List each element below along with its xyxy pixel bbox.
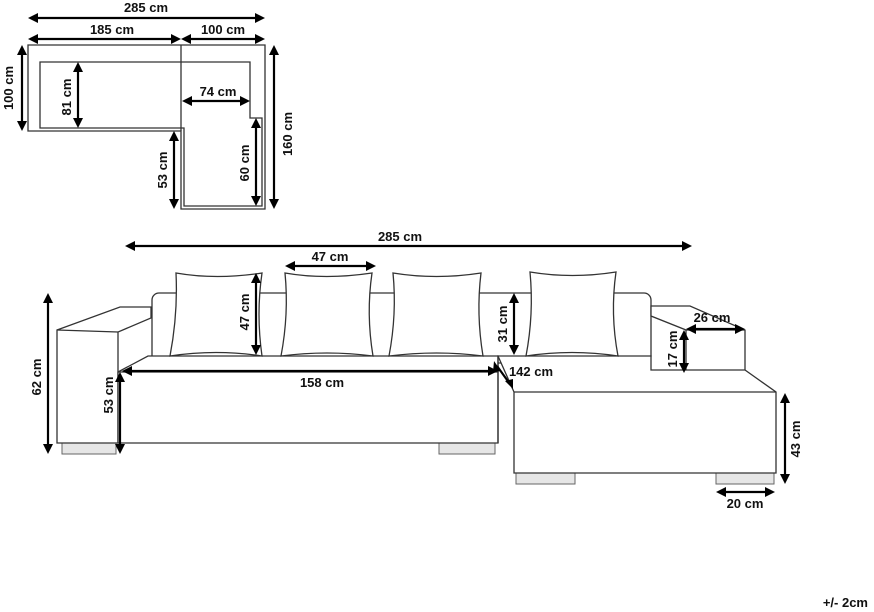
label-top-seat-depth: 81 cm (59, 79, 74, 116)
dimension-top-chaise-inner-width: 74 cm (182, 84, 250, 106)
dimension-top-chaise-length: 53 cm (155, 131, 179, 209)
sofa-left-armrest (56, 306, 152, 444)
label-armrest-width: 26 cm (694, 310, 731, 325)
label-chaise-length: 142 cm (509, 364, 553, 379)
cushion-1 (169, 272, 263, 357)
dimension-top-total-width: 285 cm (28, 0, 265, 23)
dimension-top-right-width: 100 cm (181, 22, 265, 44)
dimension-armrest-width: 26 cm (686, 310, 745, 334)
dimension-top-chaise-depth: 160 cm (269, 45, 295, 209)
front-view: 285 cm 47 cm 47 cm 31 cm 26 (29, 229, 803, 511)
armrest-edge (56, 329, 119, 333)
dimension-overall-height: 62 cm (29, 293, 53, 454)
dimension-chaise-height: 43 cm (780, 393, 803, 484)
label-seat-width: 158 cm (300, 375, 344, 390)
sofa-foot-chaise-right (715, 472, 775, 485)
dimension-foot-width: 20 cm (716, 487, 775, 511)
label-top-chaise-depth: 160 cm (280, 112, 295, 156)
dimension-cushion-height: 47 cm (237, 273, 261, 355)
dimension-top-seat-depth: 81 cm (59, 62, 83, 128)
sofa-seat-base (117, 355, 499, 444)
label-top-right-width: 100 cm (201, 22, 245, 37)
cushion-3 (388, 272, 484, 357)
cushion-4 (525, 271, 619, 357)
dimension-chaise-length: 142 cm (493, 361, 553, 389)
top-view: 285 cm 185 cm 100 cm 100 cm (1, 0, 295, 210)
sofa-foot-middle (438, 442, 496, 455)
dimension-top-outer-depth: 100 cm (1, 45, 27, 131)
sofa-foot-chaise-left (515, 472, 576, 485)
top-view-inner-outline (39, 61, 263, 207)
label-top-outer-depth: 100 cm (1, 66, 16, 110)
tolerance-note: +/- 2cm (823, 595, 868, 610)
label-foot-width: 20 cm (727, 496, 764, 511)
label-chaise-height: 43 cm (788, 421, 803, 458)
dimension-cushion-width: 47 cm (285, 249, 376, 271)
label-back-cushion-height: 31 cm (495, 306, 510, 343)
dimension-top-chaise-seat-length: 60 cm (237, 118, 261, 206)
sofa-foot-left (61, 442, 117, 455)
label-top-left-width: 185 cm (90, 22, 134, 37)
label-cushion-height: 47 cm (237, 294, 252, 331)
label-cushion-width: 47 cm (312, 249, 349, 264)
dimension-back-cushion-height: 31 cm (495, 293, 519, 355)
cushion-2 (280, 272, 374, 357)
label-top-chaise-length: 53 cm (155, 152, 170, 189)
top-view-outline (27, 44, 266, 210)
dimension-top-left-width: 185 cm (28, 22, 181, 44)
label-top-total-width: 285 cm (124, 0, 168, 15)
label-seat-height: 53 cm (101, 377, 116, 414)
label-top-chaise-inner-width: 74 cm (200, 84, 237, 99)
label-armrest-height: 17 cm (665, 331, 680, 368)
dimension-armrest-height: 17 cm (665, 330, 689, 373)
label-top-chaise-seat-length: 60 cm (237, 145, 252, 182)
dimension-seat-width: 158 cm (122, 366, 498, 390)
dimension-front-total-width: 285 cm (125, 229, 692, 251)
label-front-total-width: 285 cm (378, 229, 422, 244)
dimension-seat-height: 53 cm (101, 372, 125, 454)
label-overall-height: 62 cm (29, 359, 44, 396)
